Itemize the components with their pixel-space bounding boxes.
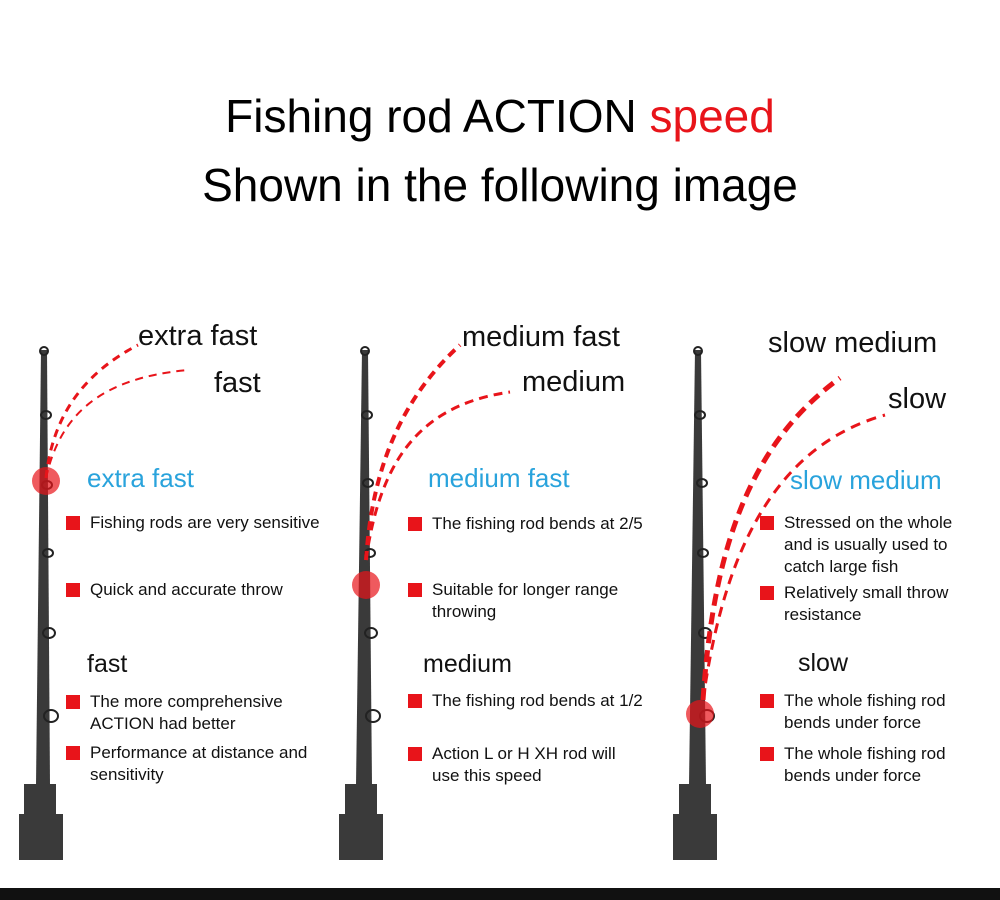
bullet-item: Fishing rods are very sensitive [66, 512, 356, 534]
curve-label-slow: slow [888, 383, 947, 415]
page-title-line-1: Fishing rod ACTION speed [0, 88, 1000, 144]
heading-medium: medium [423, 650, 512, 678]
bullet-item: Relatively small throw resistance [760, 582, 975, 626]
heading-fast: fast [87, 650, 128, 678]
title-prefix: Fishing rod ACTION [225, 90, 637, 142]
curve-label-extra-fast: extra fast [138, 320, 258, 352]
bend-point-slow [686, 700, 714, 728]
bullet-item: Performance at distance and sensitivity [66, 742, 311, 786]
heading-extra-fast: extra fast [87, 463, 194, 493]
bullet-item: Quick and accurate throw [66, 579, 326, 601]
bullet-item: The more comprehensive ACTION had better [66, 691, 311, 735]
page-title-line-2: Shown in the following image [202, 159, 798, 211]
heading-medium-fast: medium fast [428, 463, 570, 493]
curve-label-fast: fast [214, 367, 261, 399]
bend-point-medium-fast [352, 571, 380, 599]
heading-slow-medium: slow medium [790, 465, 942, 495]
rod-medium-fast [339, 343, 511, 860]
curve-label-medium: medium [522, 366, 626, 398]
bullet-item: Suitable for longer range throwing [408, 579, 653, 623]
bottom-bar [0, 888, 1000, 900]
curve-label-slow-medium: slow medium [768, 327, 938, 359]
bend-point-extra-fast [32, 467, 60, 495]
curve-label-medium-fast: medium fast [462, 321, 620, 353]
rod-slow [673, 346, 886, 860]
bullet-item: The fishing rod bends at 2/5 [408, 513, 678, 535]
rod-extra-fast [19, 343, 189, 860]
bullet-item: Action L or H XH rod will use this speed [408, 743, 623, 787]
bullet-item: Stressed on the whole and is usually use… [760, 512, 975, 578]
bullet-item: The whole fishing rod bends under force [760, 743, 970, 787]
bullet-item: The fishing rod bends at 1/2 [408, 690, 678, 712]
bullet-item: The whole fishing rod bends under force [760, 690, 970, 734]
title-accent: speed [649, 90, 775, 142]
heading-slow: slow [798, 649, 849, 677]
